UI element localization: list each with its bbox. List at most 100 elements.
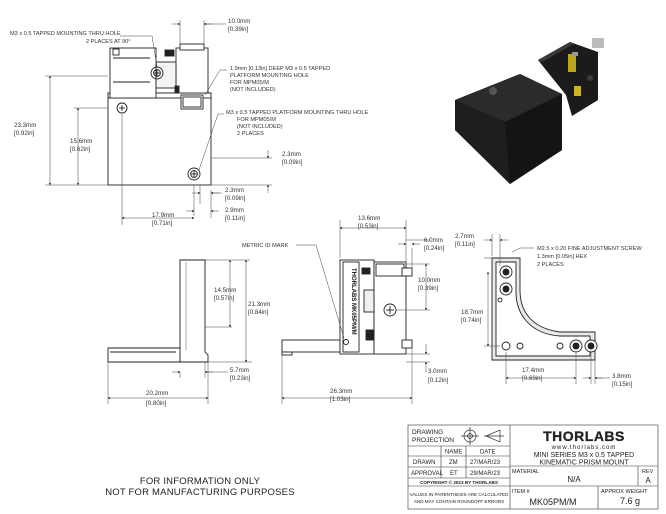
svg-text:[0.84in]: [0.84in]	[248, 309, 269, 316]
svg-text:18.7mm: 18.7mm	[461, 309, 483, 316]
svg-text:6.0mm: 6.0mm	[424, 237, 443, 244]
svg-text:MATERIAL: MATERIAL	[512, 469, 539, 475]
svg-text:13.6mm: 13.6mm	[358, 215, 380, 222]
title-block	[407, 424, 659, 510]
svg-text:27/MAR/23: 27/MAR/23	[470, 460, 501, 466]
svg-text:2 PLACES: 2 PLACES	[237, 131, 264, 137]
back-view	[491, 257, 598, 361]
projection-symbol-icon	[461, 427, 504, 445]
svg-text:VALUES IN PARENTHESIS ARE CALC: VALUES IN PARENTHESIS ARE CALCULATED	[410, 492, 509, 497]
svg-text:[0.39in]: [0.39in]	[418, 285, 439, 292]
svg-text:DRAWN: DRAWN	[413, 460, 435, 466]
side-view	[107, 259, 209, 363]
svg-text:MK05PM/M: MK05PM/M	[529, 497, 576, 507]
svg-text:DATE: DATE	[480, 450, 496, 456]
svg-text:COPYRIGHT © 2023 BY THORLABS: COPYRIGHT © 2023 BY THORLABS	[420, 479, 498, 485]
disclaimer-line-1: FOR INFORMATION ONLY	[139, 476, 261, 487]
svg-text:[0.74in]: [0.74in]	[461, 317, 482, 324]
svg-text:[0.11in]: [0.11in]	[225, 215, 245, 222]
svg-text:KINEMATIC PRISM MOUNT: KINEMATIC PRISM MOUNT	[539, 460, 629, 467]
back-view-dimensions	[484, 234, 610, 384]
svg-text:M3 x 0.5 TAPPED MOUNTING THRU: M3 x 0.5 TAPPED MOUNTING THRU HOLE	[10, 31, 121, 37]
disclaimer: FOR INFORMATION ONLY NOT FOR MANUFACTURI…	[100, 476, 300, 498]
svg-text:www.thorlabs.com: www.thorlabs.com	[551, 445, 617, 451]
svg-text:ITEM #: ITEM #	[512, 489, 531, 495]
svg-text:[0.71in]: [0.71in]	[152, 220, 173, 227]
svg-text:[0.09in]: [0.09in]	[282, 159, 303, 166]
svg-text:2.3mm: 2.3mm	[225, 187, 244, 194]
svg-text:7.6 g: 7.6 g	[620, 496, 640, 506]
svg-text:APPROVAL: APPROVAL	[411, 471, 444, 477]
svg-text:[0.23in]: [0.23in]	[230, 375, 251, 382]
svg-text:2.7mm: 2.7mm	[455, 233, 474, 240]
svg-text:METRIC ID MARK: METRIC ID MARK	[242, 243, 289, 249]
svg-text:2.3mm: 2.3mm	[282, 151, 301, 158]
top-view-labels: 10.0mm [0.39in] 23.3mm [0.92in] 15.6mm […	[10, 18, 369, 227]
svg-text:10.0mm: 10.0mm	[418, 277, 440, 284]
side-view-dimensions	[107, 259, 252, 404]
svg-text:2 PLACES AT 90°: 2 PLACES AT 90°	[86, 39, 131, 45]
svg-text:[0.24in]: [0.24in]	[424, 245, 445, 252]
svg-text:2.9mm: 2.9mm	[225, 207, 244, 214]
isometric-render	[455, 38, 604, 184]
svg-text:(NOT INCLUDED): (NOT INCLUDED)	[230, 87, 276, 93]
svg-text:MINI SERIES M3 x 0.5 TAPPED: MINI SERIES M3 x 0.5 TAPPED	[534, 452, 635, 459]
svg-text:A: A	[645, 476, 651, 485]
svg-text:5.7mm: 5.7mm	[230, 367, 249, 374]
svg-text:PROJECTION: PROJECTION	[412, 437, 454, 444]
svg-text:[0.11in]: [0.11in]	[455, 241, 475, 248]
svg-text:17.9mm: 17.9mm	[152, 212, 174, 219]
svg-text:15.6mm: 15.6mm	[70, 138, 92, 145]
svg-text:FOR MPM05/M: FOR MPM05/M	[237, 117, 276, 123]
svg-text:17.4mm: 17.4mm	[522, 367, 544, 374]
svg-text:DRAWING: DRAWING	[412, 429, 443, 436]
svg-text:M2.5 x 0.20 FINE ADJUSTMENT SC: M2.5 x 0.20 FINE ADJUSTMENT SCREW	[537, 246, 642, 252]
front-view-engraving: THORLABS MK05PM/M	[350, 268, 356, 335]
front-view-dimensions	[281, 220, 430, 404]
svg-text:[0.80in]: [0.80in]	[146, 400, 167, 407]
svg-text:[0.69in]: [0.69in]	[522, 375, 543, 382]
side-view-labels: 14.5mm [0.57in] 21.3mm [0.84in] 5.7mm [0…	[146, 287, 270, 407]
svg-text:ZM: ZM	[449, 460, 458, 466]
svg-text:[0.57in]: [0.57in]	[214, 295, 235, 302]
svg-text:REV: REV	[642, 469, 654, 475]
svg-text:26.3mm: 26.3mm	[330, 388, 352, 395]
svg-text:21.3mm: 21.3mm	[248, 301, 270, 308]
svg-text:[0.92in]: [0.92in]	[14, 130, 35, 137]
front-view-labels: METRIC ID MARK 13.6mm [0.53in] 6.0mm [0.…	[242, 215, 449, 403]
svg-text:10.0mm: 10.0mm	[228, 18, 250, 25]
svg-text:APPROX WEIGHT: APPROX WEIGHT	[601, 489, 648, 495]
svg-text:3.8mm: 3.8mm	[612, 373, 631, 380]
svg-text:FOR MPM05/M: FOR MPM05/M	[230, 80, 269, 86]
svg-text:N/A: N/A	[567, 475, 581, 484]
svg-text:2 PLACES: 2 PLACES	[537, 262, 564, 268]
svg-text:M3 x 0.5 TAPPED PLATFORM MOUNT: M3 x 0.5 TAPPED PLATFORM MOUNTING THRU H…	[226, 110, 369, 116]
svg-text:[0.15in]: [0.15in]	[612, 381, 633, 388]
svg-text:29/MAR/23: 29/MAR/23	[470, 471, 501, 477]
top-view-dimensions	[45, 20, 272, 225]
svg-text:PLATFORM MOUNTING HOLE: PLATFORM MOUNTING HOLE	[230, 73, 309, 79]
svg-text:[1.03in]: [1.03in]	[330, 396, 351, 403]
svg-text:ET: ET	[450, 471, 458, 477]
svg-text:14.5mm: 14.5mm	[214, 287, 236, 294]
top-view	[107, 43, 212, 186]
back-view-labels: 2.7mm [0.11in] M2.5 x 0.20 FINE ADJUSTME…	[455, 233, 642, 388]
svg-text:AND MAY CONTAIN ROUNDOFF ERROR: AND MAY CONTAIN ROUNDOFF ERRORS	[414, 499, 504, 504]
title-block-text: DRAWING PROJECTION NAME DATE DRAWN ZM 27…	[410, 428, 654, 507]
svg-text:1.3mm [0.05in] HEX: 1.3mm [0.05in] HEX	[537, 254, 587, 260]
svg-text:[0.09in]: [0.09in]	[225, 195, 246, 202]
disclaimer-line-2: NOT FOR MANUFACTURING PURPOSES	[105, 487, 295, 498]
svg-text:[0.39in]: [0.39in]	[228, 26, 249, 33]
front-view	[281, 259, 413, 356]
svg-text:[0.53in]: [0.53in]	[358, 223, 379, 230]
thorlabs-logo: THORLABS	[543, 428, 625, 444]
svg-text:[0.62in]: [0.62in]	[70, 146, 91, 153]
svg-text:(NOT INCLUDED): (NOT INCLUDED)	[237, 124, 283, 130]
svg-text:3.0mm: 3.0mm	[428, 368, 447, 375]
svg-text:NAME: NAME	[445, 450, 462, 456]
svg-text:[0.12in]: [0.12in]	[428, 377, 449, 384]
svg-text:1.9mm [0.13in] DEEP M3 x 0.5 T: 1.9mm [0.13in] DEEP M3 x 0.5 TAPPED	[230, 66, 330, 72]
svg-text:20.2mm: 20.2mm	[146, 390, 168, 397]
svg-text:23.3mm: 23.3mm	[14, 122, 36, 129]
